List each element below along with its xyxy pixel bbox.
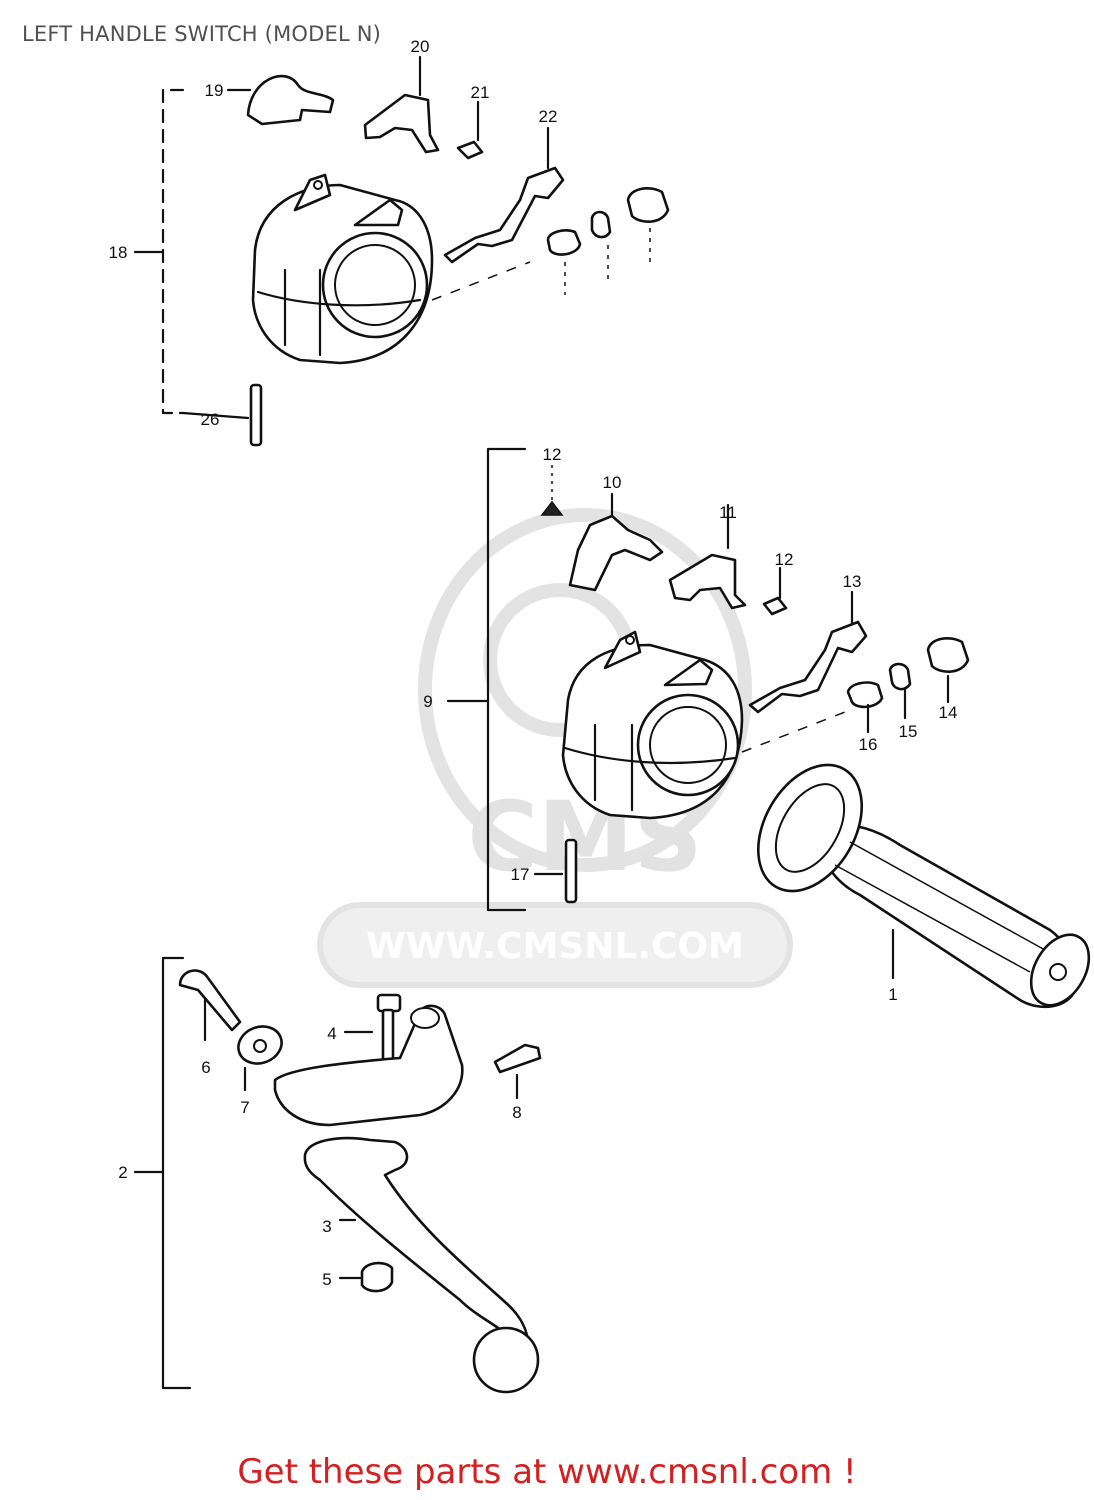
part-12-screw-right <box>762 596 788 616</box>
callouts: 1 2 3 4 5 6 7 8 9 10 11 12 12 13 14 15 1… <box>109 37 958 1289</box>
callout-12-right: 12 <box>775 550 794 569</box>
part-11-bracket <box>668 553 747 610</box>
part-20-bracket <box>363 93 440 154</box>
callout-9: 9 <box>423 692 432 711</box>
part-spring <box>590 210 612 239</box>
part-26-screw <box>249 383 263 447</box>
part-21-screw <box>456 140 484 160</box>
part-3-lever <box>303 1136 530 1352</box>
callout-12-top: 12 <box>543 445 562 464</box>
get-parts-link[interactable]: Get these parts at www.cmsnl.com ! <box>237 1452 857 1492</box>
callout-18: 18 <box>109 243 128 262</box>
lever-bracket <box>273 1004 464 1127</box>
callout-8: 8 <box>512 1103 521 1122</box>
lever-ball-end <box>472 1326 540 1394</box>
switch-assembly-9 <box>446 447 970 912</box>
switch-assembly-18 <box>133 55 670 447</box>
part-15-spring <box>888 662 912 691</box>
part-knob <box>626 186 670 223</box>
callout-11: 11 <box>719 503 737 522</box>
callout-4: 4 <box>327 1024 336 1043</box>
callout-17: 17 <box>511 865 530 884</box>
callout-21: 21 <box>471 83 490 102</box>
page-title: LEFT HANDLE SWITCH (MODEL N) <box>22 22 382 46</box>
callout-15: 15 <box>899 722 918 741</box>
part-18-switch-housing <box>251 173 531 365</box>
cmsnl-watermark: CMS WWW.CMSNL.COM <box>317 508 793 988</box>
part-22-contact-plate <box>443 166 565 264</box>
part-10-cover <box>568 514 664 592</box>
callout-22: 22 <box>539 107 558 126</box>
callout-7: 7 <box>240 1098 249 1117</box>
part-17-screw <box>564 838 578 904</box>
part-8-screw <box>493 1043 542 1074</box>
callout-19: 19 <box>205 81 224 100</box>
part-4-bolt <box>376 993 402 1013</box>
part-9-switch-housing <box>561 630 846 820</box>
part-1-handlebar-grip <box>756 763 1091 1009</box>
callout-26: 26 <box>201 410 220 429</box>
callout-10: 10 <box>603 473 622 492</box>
callout-14: 14 <box>939 703 958 722</box>
callout-2: 2 <box>118 1163 127 1182</box>
part-6-bolt <box>178 969 242 1032</box>
callout-5: 5 <box>322 1270 331 1289</box>
part-5-nut <box>360 1261 394 1293</box>
part-o-ring <box>546 229 582 256</box>
callout-6: 6 <box>201 1058 210 1077</box>
callout-16: 16 <box>859 735 878 754</box>
part-19-cover <box>246 74 335 126</box>
part-14-knob <box>926 636 970 673</box>
watermark-url: WWW.CMSNL.COM <box>366 926 744 967</box>
part-13-contact-plate <box>748 620 868 714</box>
callout-1: 1 <box>888 985 897 1004</box>
callout-3: 3 <box>322 1217 331 1236</box>
callout-13: 13 <box>843 572 862 591</box>
part-16-o-ring <box>846 681 884 709</box>
callout-20: 20 <box>411 37 430 56</box>
lever-assembly-2 <box>133 956 542 1394</box>
part-12-screw-top <box>540 500 564 516</box>
